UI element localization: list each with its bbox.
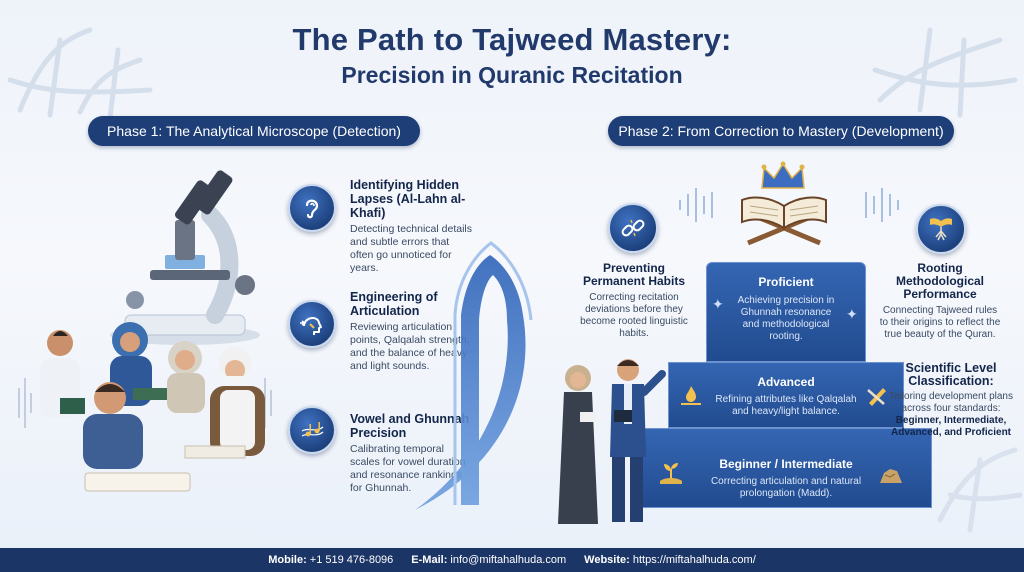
feature-desc: Correcting recitation deviations before … (580, 292, 688, 339)
ear-icon (288, 184, 336, 232)
calligraphy-watermark-bottom-right (937, 447, 1023, 533)
feature-articulation: Engineering of Articulation Reviewing ar… (350, 290, 475, 373)
feature-title: Engineering of Articulation (350, 290, 438, 318)
footer-contact-bar: Mobile: +1 519 476-8096 E-Mail: info@mif… (0, 548, 1024, 572)
calligraphy-watermark-left (7, 27, 153, 121)
footer-mobile-value[interactable]: +1 519 476-8096 (309, 554, 394, 566)
music-notes-icon (288, 406, 336, 454)
calligraphy-watermark-right (872, 27, 1018, 118)
step-advanced: Advanced Refining attributes like Qalqal… (668, 362, 904, 428)
footer-website-label: Website: (584, 554, 630, 566)
feature-title: Identifying Hidden Lapses (Al-Lahn al-Kh… (350, 178, 466, 220)
feature-desc: Detecting technical details and subtle e… (350, 223, 472, 274)
step-title: Beginner / Intermediate (719, 457, 853, 471)
teachers-illustration (558, 359, 666, 524)
feature-vowel-ghunnah: Vowel and Ghunnah Precision Calibrating … (350, 412, 475, 495)
phase2-label: Phase 2: From Correction to Mastery (Dev… (608, 116, 954, 146)
quran-book-icon (741, 196, 827, 246)
footer-mobile-label: Mobile: (268, 554, 307, 566)
page-title: The Path to Tajweed Mastery: (292, 22, 732, 57)
feature-title: Preventing Permanent Habits (582, 261, 686, 288)
feature-desc: Calibrating temporal scales for vowel du… (350, 443, 466, 494)
footer-email: E-Mail: info@miftahalhuda.com (411, 554, 566, 566)
classification-title: Scientific Level Classification: (905, 361, 997, 388)
arch-swoosh (415, 241, 533, 510)
step-beginner-intermediate: Beginner / Intermediate Correcting artic… (640, 428, 932, 508)
seedling-hand-icon (656, 458, 686, 488)
feature-rooting-performance: Rooting Methodological Performance Conne… (878, 262, 1002, 341)
footer-website-value[interactable]: https://miftahalhuda.com/ (632, 554, 756, 566)
flame-hand-icon (676, 380, 706, 410)
step-desc: Refining attributes like Qalqalah and he… (715, 394, 857, 417)
step-desc: Correcting articulation and natural prol… (710, 476, 862, 499)
rock-icon (876, 458, 906, 488)
pen-icon (862, 380, 892, 410)
footer-website: Website: https://miftahalhuda.com/ (584, 554, 756, 566)
step-title: Proficient (758, 275, 814, 289)
book-roots-icon (916, 204, 966, 254)
level-classification: Scientific Level Classification: Tailori… (886, 362, 1016, 439)
footer-mobile: Mobile: +1 519 476-8096 (268, 554, 393, 566)
feature-preventing-habits: Preventing Permanent Habits Correcting r… (575, 262, 693, 340)
feature-title: Rooting Methodological Performance (896, 261, 984, 301)
broken-chain-icon (608, 203, 658, 253)
head-profile-icon (288, 300, 336, 348)
feature-hidden-lapses: Identifying Hidden Lapses (Al-Lahn al-Kh… (350, 178, 475, 275)
step-title: Advanced (757, 375, 815, 389)
feature-title: Vowel and Ghunnah Precision (350, 412, 470, 440)
classification-desc: Tailoring development plans across four … (889, 391, 1013, 414)
classification-levels: Beginner, Intermediate, Advanced, and Pr… (890, 415, 1012, 438)
students-illustration (18, 322, 272, 492)
footer-email-label: E-Mail: (411, 554, 448, 566)
sparkle-icon: ✦ (712, 296, 724, 312)
step-desc: Achieving precision in Ghunnah resonance… (737, 295, 835, 342)
footer-email-value[interactable]: info@miftahalhuda.com (450, 554, 567, 566)
feature-desc: Reviewing articulation points, Qalqalah … (350, 321, 470, 372)
sound-wave-decoration (679, 188, 899, 222)
step-proficient: Proficient Achieving precision in Ghunna… (706, 262, 866, 362)
crown-icon (761, 161, 805, 189)
phase1-label: Phase 1: The Analytical Microscope (Dete… (88, 116, 420, 146)
feature-desc: Connecting Tajweed rules to their origin… (879, 305, 1001, 340)
sparkle-icon: ✦ (846, 306, 858, 322)
page-subtitle: Precision in Quranic Recitation (341, 62, 683, 88)
